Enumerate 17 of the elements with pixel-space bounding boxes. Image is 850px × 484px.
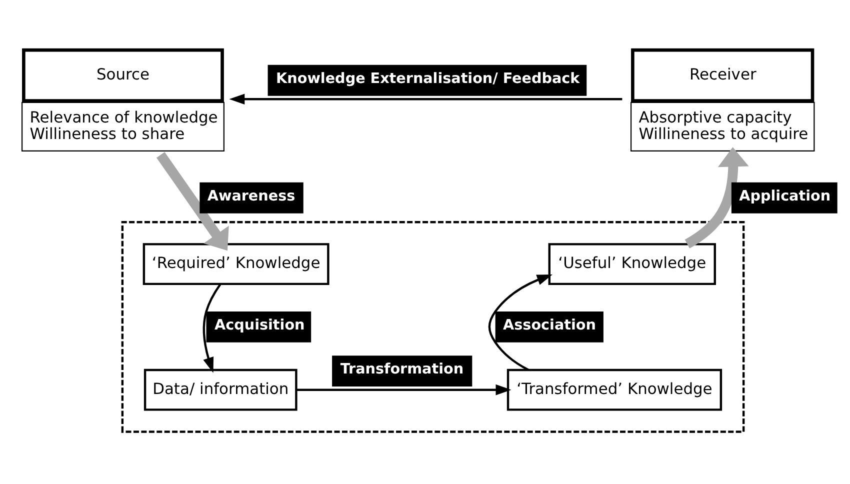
- edge-label: Transformation: [340, 362, 464, 378]
- node-box: ‘Useful’ Knowledge: [548, 243, 716, 286]
- arrow: [202, 284, 222, 373]
- node-box: ‘Transformed’ Knowledge: [506, 368, 722, 411]
- node-box: ‘Required’ Knowledge: [142, 243, 330, 286]
- edge-label: Application: [739, 188, 831, 205]
- arrow: [296, 384, 512, 396]
- edge-label: Acquisition: [214, 318, 305, 334]
- arrow: [229, 94, 622, 105]
- cluster: [121, 221, 745, 433]
- arrow: [156, 152, 229, 251]
- edge-label: Awareness: [207, 188, 296, 205]
- edge-label: Knowledge Externalisation/ Feedback: [276, 71, 580, 88]
- arrow: [684, 147, 749, 248]
- arrow: [488, 274, 552, 371]
- edge-label: Association: [503, 318, 596, 334]
- node-box: Data/ information: [144, 368, 298, 411]
